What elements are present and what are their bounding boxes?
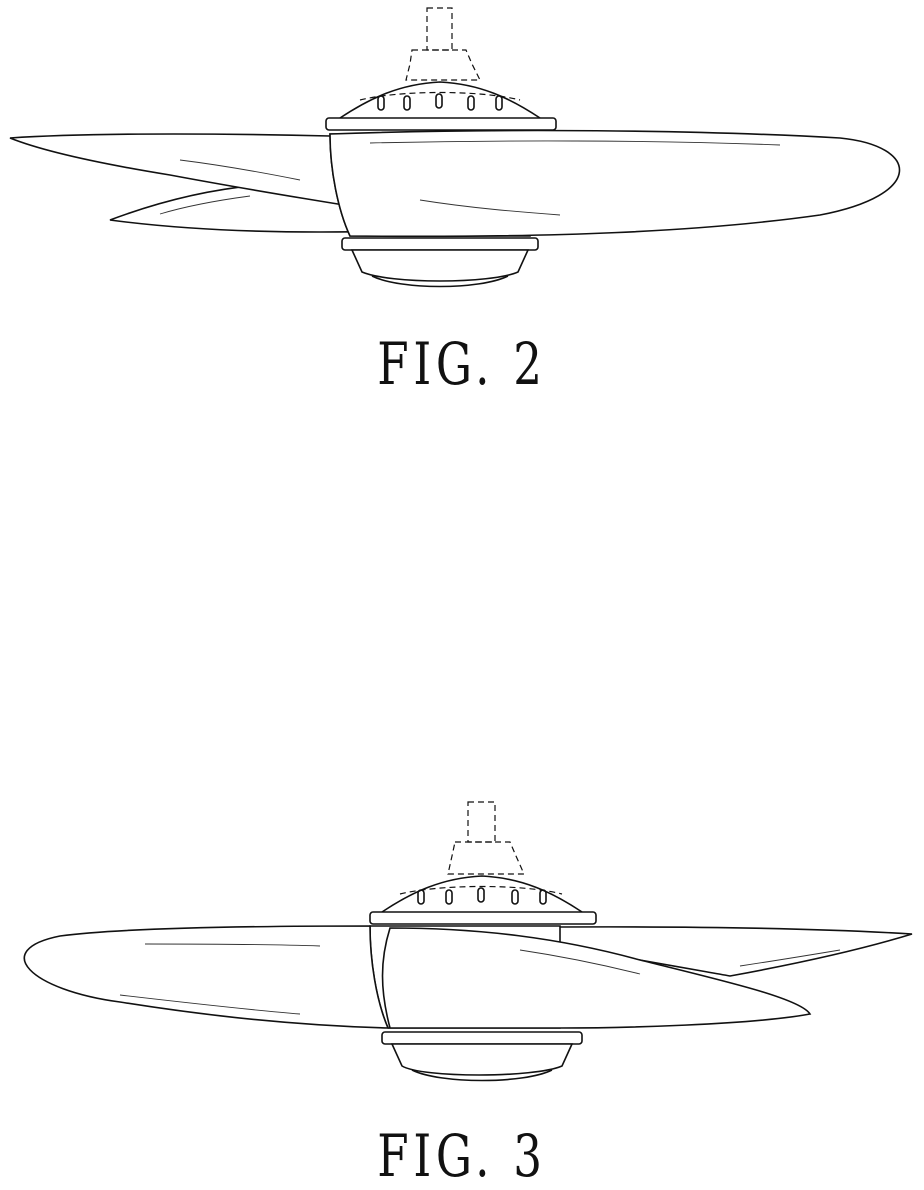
fig3-upper-housing-dashed (448, 842, 524, 874)
fig3-caption: FIG. 3 (102, 1122, 823, 1190)
fig2-dome (340, 82, 540, 118)
fig2-collar (326, 118, 556, 130)
fig2-blade-right (330, 131, 899, 237)
fig3-light-collar (382, 1032, 582, 1044)
fig3-light-bowl (392, 1044, 572, 1075)
fig2-shaft-dashed (427, 8, 452, 50)
fig2-fan-drawing (0, 0, 924, 300)
fig2-vents (378, 94, 502, 110)
fig2-light-bowl (352, 250, 528, 281)
fig2-caption: FIG. 2 (102, 330, 823, 398)
fig3-blade-left (24, 926, 388, 1028)
fig3-shaft-dashed (468, 802, 495, 842)
fig3-vents (418, 888, 546, 904)
fig3-fan-drawing (0, 790, 924, 1090)
fig2-upper-housing-dashed (406, 50, 480, 80)
fig3-dome (382, 876, 582, 912)
fig3-collar (370, 912, 596, 924)
fig2-fan-svg (0, 0, 924, 300)
fig2-light-collar (342, 238, 538, 250)
fig3-fan-svg (0, 790, 924, 1090)
